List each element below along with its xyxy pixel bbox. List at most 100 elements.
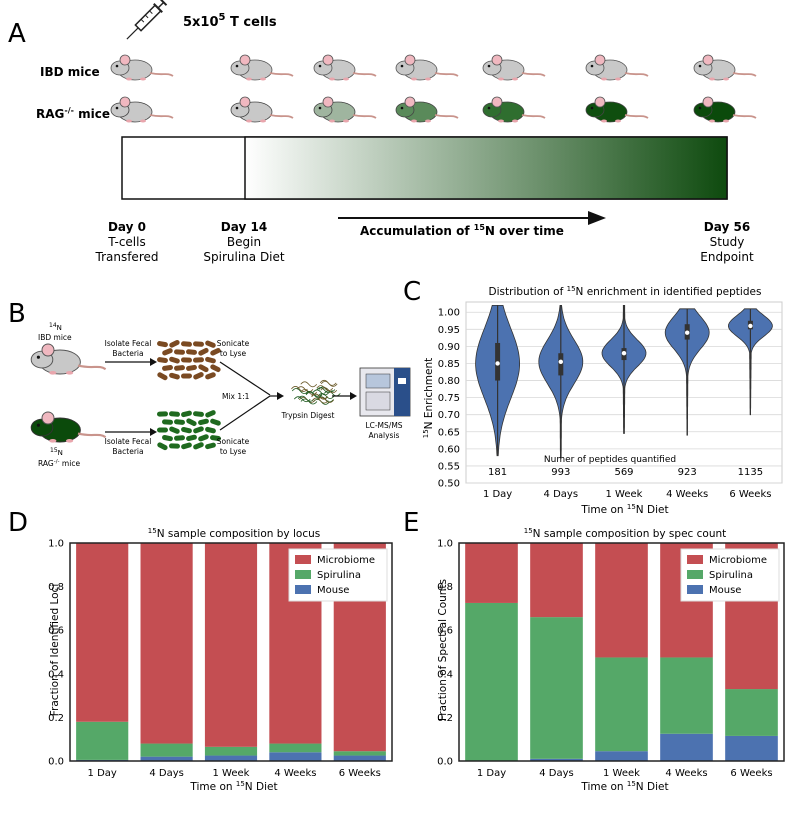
y-tick-label: 0.75: [438, 393, 460, 404]
bar-segment-spirulina: [140, 743, 193, 757]
violin-ylabel: 15N Enrichment: [422, 358, 435, 439]
panel-a: A 5x105 T cells IBD mice RAG-/- mice Day…: [8, 0, 757, 264]
bacterium: [193, 372, 204, 380]
bar-segment-spirulina: [76, 721, 129, 760]
legend-label: Spirulina: [317, 570, 361, 581]
svg-text:Analysis: Analysis: [369, 431, 400, 440]
rag-mouse-icon: [585, 96, 649, 124]
x-tick-label: 4 Weeks: [666, 489, 708, 500]
y-tick-label: 0.0: [48, 757, 64, 768]
y-tick-label: 0.6: [437, 626, 453, 637]
bar-segment-mouse: [530, 758, 583, 761]
bacterium: [157, 427, 168, 433]
y-tick-label: 0.0: [437, 757, 453, 768]
x-tick-label: 4 Weeks: [274, 768, 316, 779]
bacterium: [169, 372, 180, 380]
bacterium: [193, 411, 204, 417]
legend-swatch: [295, 555, 311, 564]
bacterium: [205, 356, 216, 364]
violin-median: [621, 351, 627, 356]
svg-text:Begin: Begin: [227, 235, 261, 249]
mix-label: Mix 1:1: [222, 392, 250, 401]
bacterium: [205, 372, 216, 380]
bar-segment-mouse: [660, 733, 713, 761]
bar-segment-microbiome: [530, 543, 583, 618]
peptide-fragment: [311, 397, 329, 404]
svg-text:to Lyse: to Lyse: [220, 349, 247, 358]
svg-text:Transfered: Transfered: [95, 250, 159, 264]
bar-segment-spirulina: [204, 746, 258, 756]
legend-swatch: [687, 555, 703, 564]
bacterium: [186, 418, 197, 427]
bacterium: [157, 372, 168, 381]
bacterium: [205, 442, 216, 450]
bacterium: [169, 356, 180, 364]
ibd-mouse-icon: [110, 54, 174, 82]
panel-c-letter: C: [403, 277, 421, 307]
svg-text:Spirulina Diet: Spirulina Diet: [203, 250, 285, 264]
violin-title: Distribution of 15N enrichment in identi…: [489, 285, 762, 298]
peptide-fragment: [293, 396, 311, 403]
bacterium: [181, 442, 192, 450]
rag-mice-row: [110, 96, 757, 124]
legend-swatch: [687, 585, 703, 594]
peptide-fragment: [317, 397, 334, 403]
timeline-gradient: [244, 136, 728, 200]
peptide-fragment: [316, 385, 334, 392]
rag-mouse-icon: [482, 96, 546, 124]
bacterium: [174, 419, 185, 425]
ibd-mice-label: IBD mice: [38, 333, 72, 342]
x-tick-label: 4 Days: [544, 489, 579, 500]
bar-segment-mouse: [269, 752, 322, 761]
x-tick-label: 4 Days: [149, 768, 184, 779]
bacterium: [157, 442, 168, 451]
panel-a-letter: A: [8, 19, 26, 49]
isolate-arrow-bottom: [105, 428, 157, 436]
bar-segment-microbiome: [595, 543, 648, 658]
isolate-label-top: Isolate Fecal Bacteria: [105, 339, 152, 358]
bacterium: [198, 347, 209, 356]
y-tick-label: 0.85: [438, 359, 460, 370]
peptide-fragment: [300, 398, 318, 405]
y-tick-label: 0.55: [438, 461, 460, 472]
bacterium: [174, 365, 185, 371]
rag-mouse-icon: [230, 96, 294, 124]
bacterium: [198, 364, 209, 373]
bacterium: [169, 411, 180, 417]
day0-label: Day 0 T-cells Transfered: [95, 220, 159, 264]
bar-segment-spirulina: [530, 617, 583, 759]
ibd-mouse-icon: [30, 342, 107, 376]
x-tick-label: 1 Day: [477, 768, 506, 779]
spec-chart-xlabel: Time on 15N Diet: [580, 780, 668, 793]
bacterium: [205, 426, 216, 434]
y-tick-label: 0.8: [48, 582, 64, 593]
legend-label: Microbiome: [709, 555, 767, 566]
svg-text:Isolate Fecal: Isolate Fecal: [105, 339, 152, 348]
panel-e-letter: E: [403, 508, 419, 538]
legend-swatch: [687, 570, 703, 579]
x-tick-label: 4 Weeks: [665, 768, 707, 779]
rag-mice-label: RAG-/- mice: [38, 459, 80, 468]
bacterium: [205, 340, 216, 348]
svg-text:Day 0: Day 0: [108, 220, 146, 234]
svg-text:Bacteria: Bacteria: [112, 349, 143, 358]
svg-text:Endpoint: Endpoint: [700, 250, 754, 264]
y-tick-label: 1.0: [48, 539, 64, 550]
y-tick-label: 0.70: [438, 410, 460, 421]
bacterium: [157, 357, 168, 364]
bacterium: [210, 348, 221, 356]
bacterium: [169, 443, 180, 449]
isolate-label-bottom: Isolate Fecal Bacteria: [105, 437, 152, 456]
panel-c: C Distribution of 15N enrichment in iden…: [403, 277, 783, 516]
x-tick-label: 1 Week: [606, 489, 643, 500]
y-tick-label: 0.8: [437, 582, 453, 593]
labeled-bacteria-icon: [157, 410, 221, 451]
bacterium: [157, 341, 168, 348]
legend-label: Mouse: [317, 585, 349, 596]
x-tick-label: 1 Day: [88, 768, 117, 779]
ibd-mice-row: [110, 54, 757, 82]
legend-label: Spirulina: [709, 570, 753, 581]
svg-text:Sonicate: Sonicate: [217, 437, 250, 446]
y-tick-label: 0.4: [48, 669, 64, 680]
